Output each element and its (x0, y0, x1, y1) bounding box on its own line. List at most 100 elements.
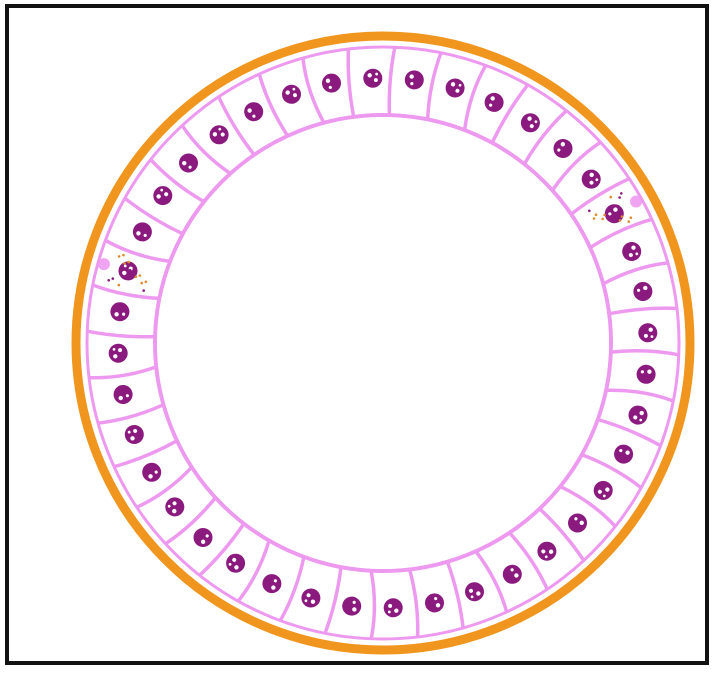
basal-wedge (98, 258, 110, 270)
granule (620, 192, 623, 195)
nucleus (638, 323, 658, 343)
nucleus-body (112, 383, 134, 405)
nucleus-body (108, 343, 128, 363)
nucleus (130, 219, 155, 244)
nucleus (175, 150, 202, 177)
nucleus-body (206, 121, 233, 148)
nucleus-body (632, 280, 654, 302)
nucleus (139, 459, 165, 485)
lateral-membrane (389, 47, 395, 115)
lateral-membrane (606, 390, 673, 401)
granule (118, 255, 121, 258)
lateral-membrane (611, 351, 679, 355)
lateral-membrane (114, 441, 177, 467)
nucleus-body (279, 82, 303, 106)
lateral-membrane (125, 198, 183, 234)
nucleus (109, 301, 130, 322)
lateral-membrane (348, 49, 354, 117)
granule (618, 196, 621, 199)
lateral-membrane (93, 285, 160, 298)
granule (601, 218, 604, 221)
granule (595, 213, 598, 216)
granule (112, 277, 115, 280)
nucleus (161, 494, 188, 521)
lumen (157, 117, 609, 569)
granule (123, 262, 126, 265)
nucleus (611, 441, 636, 466)
lateral-membrane (280, 557, 304, 621)
granule (107, 279, 110, 282)
lateral-membrane (609, 308, 677, 314)
nucleus (626, 403, 649, 426)
lateral-membrane (603, 263, 668, 284)
lateral-membrane (98, 405, 163, 423)
nucleus (122, 422, 146, 446)
nucleus-body (299, 586, 322, 609)
granule (621, 215, 624, 218)
nucleus-body (139, 459, 165, 485)
nucleus (590, 477, 616, 503)
nucleus-body (611, 441, 636, 466)
nucleus (150, 182, 176, 208)
granule (612, 214, 615, 217)
lateral-membrane (582, 455, 641, 488)
granule (603, 214, 606, 217)
nucleus (320, 72, 342, 94)
lateral-membrane (259, 74, 287, 136)
nucleus-body (578, 166, 605, 193)
nucleus (112, 383, 134, 405)
nucleus-body (564, 510, 591, 537)
nucleus (578, 166, 605, 193)
granule (627, 220, 630, 223)
nucleus-body (601, 201, 627, 227)
nucleus (423, 592, 445, 614)
granule (593, 217, 596, 220)
nucleus (481, 90, 506, 115)
granule (588, 210, 591, 213)
nucleus (443, 76, 466, 99)
nucleus (404, 69, 425, 90)
nucleus-body (175, 150, 202, 177)
lateral-membrane (598, 420, 661, 446)
nucleus-body (626, 403, 649, 426)
granule (630, 216, 633, 219)
nucleus-body (517, 110, 543, 136)
nucleus-body (241, 99, 267, 125)
lateral-membrane (476, 551, 507, 612)
nucleus (299, 586, 322, 609)
nucleus-body (363, 68, 383, 88)
nucleus (601, 201, 627, 227)
nucleus-body (259, 571, 284, 596)
nucleus-body (423, 592, 445, 614)
lateral-membrane (105, 240, 170, 261)
nucleus-body (341, 596, 362, 617)
nucleus (190, 524, 217, 551)
lateral-membrane (590, 219, 652, 247)
nucleus-body (109, 301, 130, 322)
nucleus (341, 596, 362, 617)
granule (129, 269, 132, 272)
nucleus (259, 571, 284, 596)
granule (135, 276, 138, 279)
nucleus-body (534, 538, 561, 565)
nucleus (222, 550, 248, 576)
nucleus-body (404, 69, 425, 90)
granule (610, 218, 613, 221)
nucleus-body (383, 598, 403, 618)
granule (118, 284, 121, 287)
nucleus (363, 68, 383, 88)
granule (609, 196, 612, 199)
nucleus-body (320, 72, 342, 94)
lateral-membrane (410, 569, 418, 637)
granule (127, 261, 130, 264)
nucleus (241, 99, 267, 125)
granule (133, 268, 136, 271)
nucleus-body (638, 323, 658, 343)
lateral-membrane (447, 562, 463, 628)
lateral-membrane (238, 541, 269, 602)
lateral-membrane (371, 571, 374, 639)
nucleus-body (590, 477, 616, 503)
granule (122, 254, 125, 257)
lateral-membrane (428, 53, 441, 120)
